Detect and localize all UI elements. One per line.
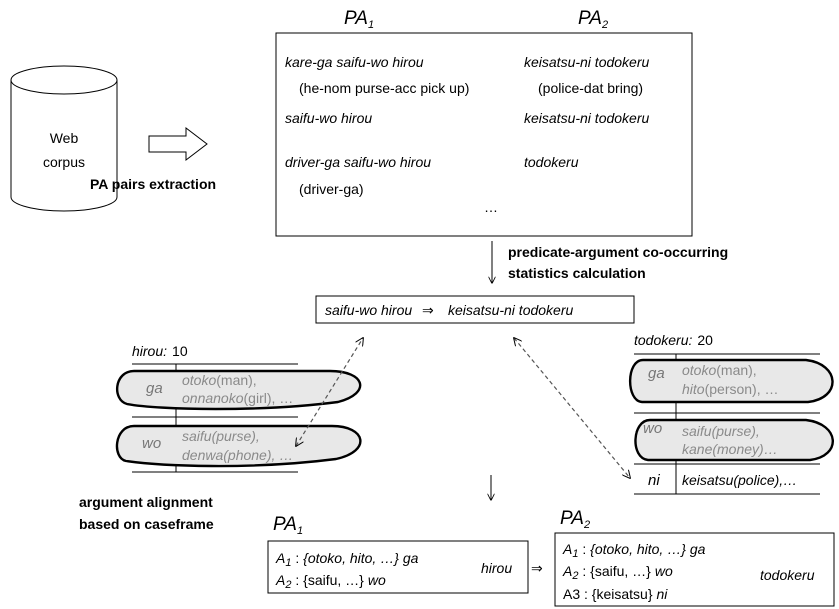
todokeru-ga-line2: hito(person), … <box>682 381 779 397</box>
pa1-row3: driver-ga saifu-wo hirou <box>285 154 431 170</box>
pa2-row1: keisatsu-ni todokeru <box>524 54 650 70</box>
pa2-row3: todokeru <box>524 154 579 170</box>
hirou-ga-line2: onnanoko(girl), … <box>182 390 293 406</box>
pa-extraction-label: PA pairs extraction <box>90 176 216 192</box>
web-corpus-cylinder: Web corpus <box>10 65 118 212</box>
stats-label-line2: statistics calculation <box>508 265 646 281</box>
todokeru-wo-line1: saifu(purse), <box>682 423 760 439</box>
alignment-left-box <box>267 540 529 594</box>
align-right-a2: A2 : {saifu, …}wo <box>562 563 673 582</box>
pa2-header: PA2 <box>578 8 608 31</box>
corpus-label-line1: Web <box>50 130 79 146</box>
todokeru-ni-line1: keisatsu(police),… <box>682 472 797 488</box>
caseframe-todokeru-wo-highlight <box>634 418 834 462</box>
hirou-ga-line1: otoko(man), <box>182 372 257 388</box>
align-right-predicate: todokeru <box>760 567 815 583</box>
align-pa1-header: PA1 <box>273 514 303 537</box>
stats-label-line1: predicate-argument co-occurring <box>508 244 728 260</box>
todokeru-ga-line1: otoko(man), <box>682 362 757 378</box>
hirou-ga-case: ga <box>146 380 163 397</box>
caseframe-hirou-title: hirou:10 <box>132 343 188 359</box>
pa2-row2: keisatsu-ni todokeru <box>524 110 650 126</box>
pair-result-right: keisatsu-ni todokeru <box>448 302 574 318</box>
align-arrow-icon: ⇒ <box>531 560 543 576</box>
alignment-arrow-keisatsu <box>514 338 630 478</box>
pa1-row3-gloss: (driver-ga) <box>299 181 364 197</box>
align-right-a3: A3 : {keisatsu}ni <box>563 586 668 602</box>
caseframe-todokeru-title: todokeru:20 <box>634 332 713 348</box>
hirou-wo-case: wo <box>142 435 161 452</box>
pair-result-box <box>315 295 635 324</box>
hirou-wo-line2: denwa(phone), … <box>182 447 293 463</box>
pair-result-arrow-icon: ⇒ <box>422 302 434 318</box>
align-left-a2: A2 : {saifu, …}wo <box>275 572 386 591</box>
align-label-line2: based on caseframe <box>79 516 214 532</box>
pair-result-left: saifu-wo hirou <box>325 302 412 318</box>
pa1-row1: kare-ga saifu-wo hirou <box>285 54 424 70</box>
align-left-a1: A1 : {otoko, hito, …}ga <box>275 550 419 569</box>
pa1-row1-gloss: (he-nom purse-acc pick up) <box>299 80 469 96</box>
corpus-label-line2: corpus <box>43 154 85 170</box>
pa-pairs-box <box>275 32 693 237</box>
todokeru-wo-line2: kane(money)… <box>682 441 778 457</box>
todokeru-ni-case: ni <box>648 472 660 489</box>
align-left-predicate: hirou <box>481 560 512 576</box>
align-label-line1: argument alignment <box>79 494 213 510</box>
align-pa2-header: PA2 <box>560 508 590 531</box>
alignment-right-box <box>554 532 835 607</box>
pa1-header: PA1 <box>344 8 374 31</box>
hirou-wo-line1: saifu(purse), <box>182 428 260 444</box>
alignment-arrow-saifu <box>296 338 363 446</box>
todokeru-ga-case: ga <box>648 365 665 382</box>
todokeru-wo-case: wo <box>643 420 662 437</box>
extraction-arrow-icon <box>148 126 208 162</box>
pa1-row2: saifu-wo hirou <box>285 110 372 126</box>
pa-ellipsis: … <box>484 199 498 215</box>
align-right-a1: A1 : {otoko, hito, …}ga <box>562 541 706 560</box>
pa2-row1-gloss: (police-dat bring) <box>538 80 643 96</box>
